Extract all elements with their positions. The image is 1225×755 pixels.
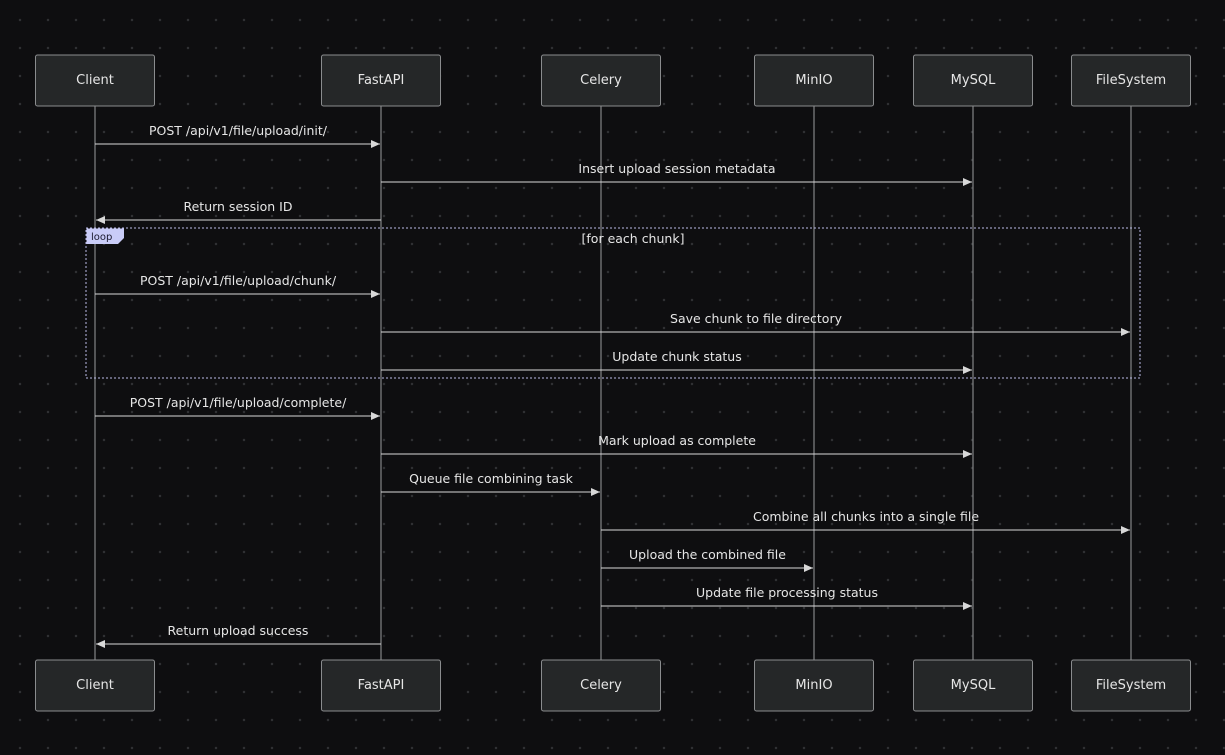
participants-top: Client FastAPI Celery MinIO MySQL FileSystem xyxy=(35,54,1191,107)
participant-label: Client xyxy=(76,73,114,88)
participant-label: Celery xyxy=(580,678,622,693)
message-label: POST /api/v1/file/upload/complete/ xyxy=(130,395,347,410)
message-4: POST /api/v1/file/upload/chunk/ xyxy=(95,273,380,298)
message-12: Update file processing status xyxy=(601,585,972,610)
participant-box xyxy=(913,659,1033,712)
participants-bottom: Client FastAPI Celery MinIO MySQL FileSystem xyxy=(35,659,1191,712)
loop-condition: [for each chunk] xyxy=(582,231,685,246)
participant-label: FastAPI xyxy=(358,678,405,693)
message-label: Queue file combining task xyxy=(409,471,573,486)
loop-frame xyxy=(85,227,1141,379)
loop-block: loop [for each chunk] xyxy=(85,227,1141,379)
participant-box xyxy=(754,54,874,107)
participant-fastapi-bottom[interactable]: FastAPI xyxy=(321,659,441,712)
message-11: Upload the combined file xyxy=(601,547,813,572)
message-6: Update chunk status xyxy=(381,349,972,374)
message-10: Combine all chunks into a single file xyxy=(601,509,1130,534)
participant-minio-bottom[interactable]: MinIO xyxy=(754,659,874,712)
message-8: Mark upload as complete xyxy=(381,433,972,458)
message-9: Queue file combining task xyxy=(381,471,600,496)
participant-minio-top[interactable]: MinIO xyxy=(754,54,874,107)
participant-celery-top[interactable]: Celery xyxy=(541,54,661,107)
message-label: POST /api/v1/file/upload/chunk/ xyxy=(140,273,337,288)
participant-fastapi-top[interactable]: FastAPI xyxy=(321,54,441,107)
participant-box xyxy=(35,54,155,107)
participant-label: Client xyxy=(76,678,114,693)
participant-label: MinIO xyxy=(795,73,832,88)
messages: POST /api/v1/file/upload/init/Insert upl… xyxy=(95,123,1130,648)
participant-label: MySQL xyxy=(951,678,996,693)
message-2: Insert upload session metadata xyxy=(381,161,972,186)
message-1: POST /api/v1/file/upload/init/ xyxy=(95,123,380,148)
participant-box xyxy=(541,659,661,712)
participant-box xyxy=(1071,659,1191,712)
message-label: Return session ID xyxy=(183,199,292,214)
participant-mysql-top[interactable]: MySQL xyxy=(913,54,1033,107)
message-label: Combine all chunks into a single file xyxy=(753,509,979,524)
participant-label: MySQL xyxy=(951,73,996,88)
participant-box xyxy=(541,54,661,107)
message-label: POST /api/v1/file/upload/init/ xyxy=(149,123,328,138)
message-label: Save chunk to file directory xyxy=(670,311,843,326)
participant-filesystem-top[interactable]: FileSystem xyxy=(1071,54,1191,107)
message-label: Update chunk status xyxy=(612,349,742,364)
participant-box xyxy=(1071,54,1191,107)
message-5: Save chunk to file directory xyxy=(381,311,1130,336)
participant-label: FileSystem xyxy=(1096,73,1166,88)
participant-mysql-bottom[interactable]: MySQL xyxy=(913,659,1033,712)
participant-box xyxy=(754,659,874,712)
participant-label: MinIO xyxy=(795,678,832,693)
participant-box xyxy=(321,54,441,107)
participant-label: FastAPI xyxy=(358,73,405,88)
participant-box xyxy=(35,659,155,712)
message-7: POST /api/v1/file/upload/complete/ xyxy=(95,395,380,420)
message-label: Upload the combined file xyxy=(629,547,786,562)
participant-box xyxy=(913,54,1033,107)
participant-client-top[interactable]: Client xyxy=(35,54,155,107)
participant-label: Celery xyxy=(580,73,622,88)
participant-label: FileSystem xyxy=(1096,678,1166,693)
message-label: Return upload success xyxy=(168,623,309,638)
loop-tag xyxy=(86,228,124,244)
participant-celery-bottom[interactable]: Celery xyxy=(541,659,661,712)
message-label: Mark upload as complete xyxy=(598,433,756,448)
message-label: Update file processing status xyxy=(696,585,878,600)
message-3: Return session ID xyxy=(96,199,381,224)
lifelines xyxy=(94,106,1132,660)
participant-box xyxy=(321,659,441,712)
message-label: Insert upload session metadata xyxy=(578,161,775,176)
participant-filesystem-bottom[interactable]: FileSystem xyxy=(1071,659,1191,712)
loop-tag-label: loop xyxy=(91,232,112,243)
participant-client-bottom[interactable]: Client xyxy=(35,659,155,712)
message-13: Return upload success xyxy=(96,623,381,648)
